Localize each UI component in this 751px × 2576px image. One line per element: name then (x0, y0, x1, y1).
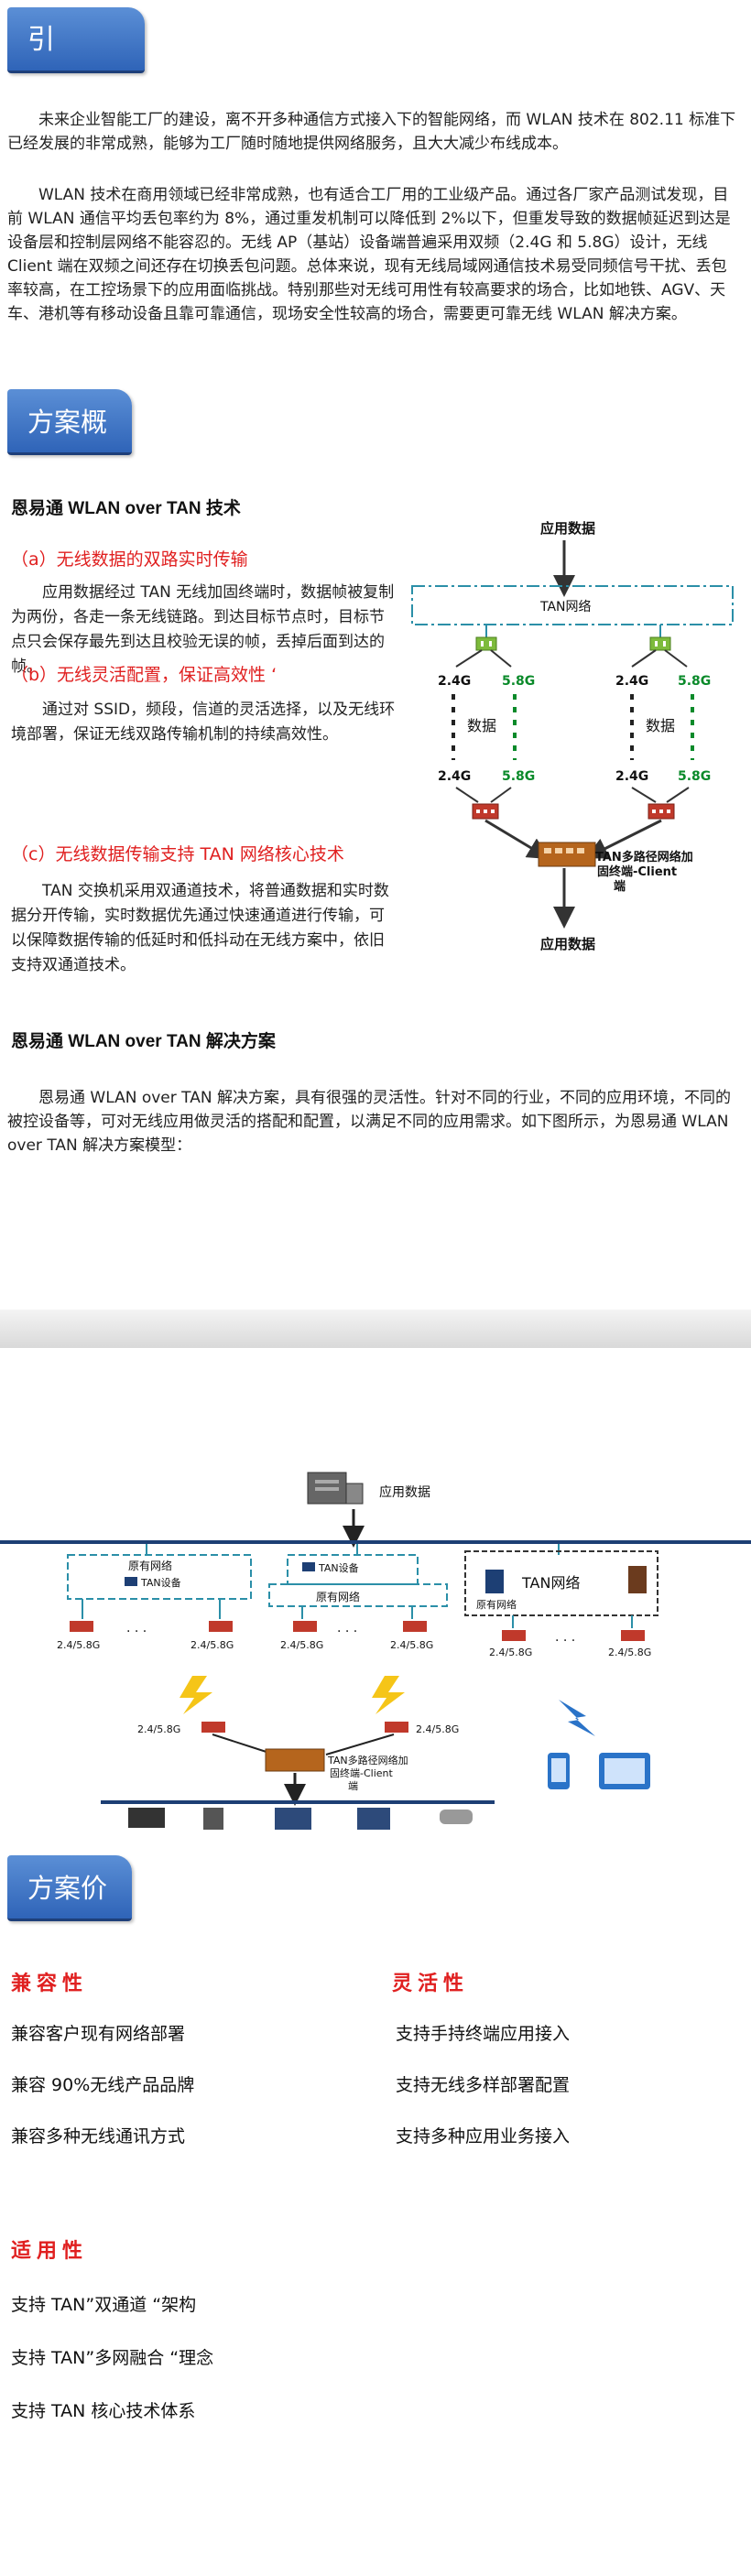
d2-old-net-2: 原有网络 (316, 1590, 360, 1603)
client-ap-left-icon (201, 1722, 225, 1733)
device-motor-icon (128, 1808, 165, 1828)
solution-model-diagram: 应用数据 原有网络 TAN设备 TAN设备 原有网络 TAN网络 原有网络 2.… (0, 1472, 751, 1830)
overview-header: 方案概述 (7, 389, 132, 504)
compat-item-2: 兼容 90%无线产品品牌 (11, 2075, 195, 2095)
ap-left-icon (475, 636, 497, 651)
server-icon (307, 1472, 364, 1505)
d2-dots-3: · · · (555, 1634, 575, 1648)
text-tan-core: TAN 交换机采用双通道技术，将普通数据和实时数据分开传输，实时数据优先通过快速… (11, 882, 389, 974)
d1-top-label: 应用数据 (540, 520, 595, 537)
d2-dots-1: · · · (126, 1625, 147, 1639)
compat-heading: 兼容性 (11, 1973, 89, 1995)
device-drive-icon (203, 1808, 223, 1830)
d1-band-l2b: 5.8G (502, 769, 535, 784)
section-title-solution: 恩易通 WLAN over TAN 解决方案 (11, 1032, 276, 1051)
applic-item-1: 支持 TAN”双通道 “架构 (11, 2295, 197, 2315)
device-camera-icon (440, 1810, 473, 1824)
text-dual-path: 应用数据经过 TAN 无线加固终端时，数据帧被复制为两份，各走一条无线链路。到达… (11, 583, 395, 676)
section-title-tech: 恩易通 WLAN over TAN 技术 (11, 499, 241, 518)
d2-server-label: 应用数据 (379, 1484, 430, 1500)
d1-band-r2b: 5.8G (678, 769, 711, 784)
d1-band-l1b: 5.8G (502, 674, 535, 689)
d1-bottom-label: 应用数据 (540, 936, 595, 952)
d1-band-l1a: 2.4G (438, 674, 471, 689)
d2-client-label-3: 端 (348, 1780, 358, 1792)
client-terminal-icon-2 (265, 1748, 325, 1772)
d1-band-r1b: 5.8G (678, 674, 711, 689)
flex-item-1: 支持手持终端应用接入 (396, 2024, 571, 2044)
client-ap-right-icon (385, 1722, 408, 1733)
d2-band-2: 2.4/5.8G (190, 1639, 234, 1651)
d2-band-3: 2.4/5.8G (280, 1639, 323, 1651)
d2-dots-2: · · · (337, 1625, 357, 1639)
flex-item-2: 支持无线多样部署配置 (396, 2075, 571, 2095)
router-left-icon (472, 803, 499, 820)
d2-band-1: 2.4/5.8G (57, 1639, 100, 1651)
d2-tan-device-1: TAN设备 (140, 1576, 181, 1589)
device-io-icon (275, 1808, 311, 1830)
d1-device-label-2: 固终端-Client (597, 864, 677, 879)
ap-row-icons (70, 1621, 645, 1641)
divider-band (0, 1310, 751, 1348)
d1-band-l2a: 2.4G (438, 769, 471, 784)
applic-item-3: 支持 TAN 核心技术体系 (11, 2401, 196, 2421)
compat-item-3: 兼容多种无线通讯方式 (11, 2126, 186, 2147)
flex-item-3: 支持多种应用业务接入 (396, 2126, 571, 2147)
d2-band-8: 2.4/5.8G (416, 1723, 459, 1735)
flex-heading: 灵活性 (392, 1973, 470, 1995)
intro-paragraph-1: 未来企业智能工厂的建设，离不开多种通信方式接入下的智能网络，而 WLAN 技术在… (7, 111, 736, 153)
router-right-icon (648, 803, 675, 820)
text-flexible-config: 通过对 SSID，频段，信道的灵活选择，以及无线环境部署，保证无线双路传输机制的… (11, 701, 396, 744)
d2-band-7: 2.4/5.8G (137, 1723, 180, 1735)
d2-band-4: 2.4/5.8G (390, 1639, 433, 1651)
d2-old-net-3: 原有网络 (476, 1598, 517, 1611)
d2-band-5: 2.4/5.8G (489, 1647, 532, 1658)
d1-band-r2a: 2.4G (615, 769, 648, 784)
d2-net-label: TAN网络 (521, 1574, 580, 1592)
lightning-right-icon (372, 1676, 405, 1714)
value-header: 方案价值 (7, 1855, 132, 1970)
device-plc-icon (357, 1808, 390, 1830)
compat-item-1: 兼容客户现有网络部署 (11, 2024, 186, 2044)
d1-device-label-1: TAN多路径网络加 (595, 850, 693, 864)
d1-mid-left: 数据 (467, 717, 496, 734)
d1-net-label: TAN网络 (539, 600, 592, 614)
d2-tan-device-2: TAN设备 (318, 1561, 359, 1574)
intro-header: 引言 (7, 7, 145, 122)
text-solution: 恩易通 WLAN over TAN 解决方案，具有很强的灵活性。针对不同的行业，… (7, 1089, 731, 1155)
dual-path-diagram: 应用数据 TAN网络 2.4G 5.8G 2.4G 5.8G 数据 数据 2.4… (411, 520, 734, 952)
d2-old-net-1: 原有网络 (128, 1559, 172, 1572)
d2-client-label-2: 固终端-Client (330, 1766, 394, 1779)
d2-band-6: 2.4/5.8G (608, 1647, 651, 1658)
d1-band-r1a: 2.4G (615, 674, 648, 689)
ap-right-icon (649, 636, 671, 651)
subsection-tan-core: （c）无线数据传输支持 TAN 网络核心技术 (11, 844, 344, 864)
applic-heading: 适用性 (11, 2240, 89, 2263)
subsection-flexible-config: （b）无线灵活配置，保证高效性 ‘ (11, 665, 278, 685)
applic-item-2: 支持 TAN”多网融合 “理念 (11, 2348, 214, 2368)
subsection-dual-path: （a）无线数据的双路实时传输 (11, 549, 248, 570)
d2-client-label-1: TAN多路径网络加 (327, 1754, 408, 1766)
intro-paragraph-2: WLAN 技术在商用领域已经非常成熟，也有适合工厂用的工业级产品。通过各厂家产品… (7, 186, 731, 323)
d1-device-label-3: 端 (614, 879, 626, 894)
client-terminal-icon (538, 842, 596, 867)
lightning-left-icon (180, 1676, 212, 1714)
d1-mid-right: 数据 (646, 717, 675, 734)
lightning-blue-icon (559, 1700, 595, 1736)
